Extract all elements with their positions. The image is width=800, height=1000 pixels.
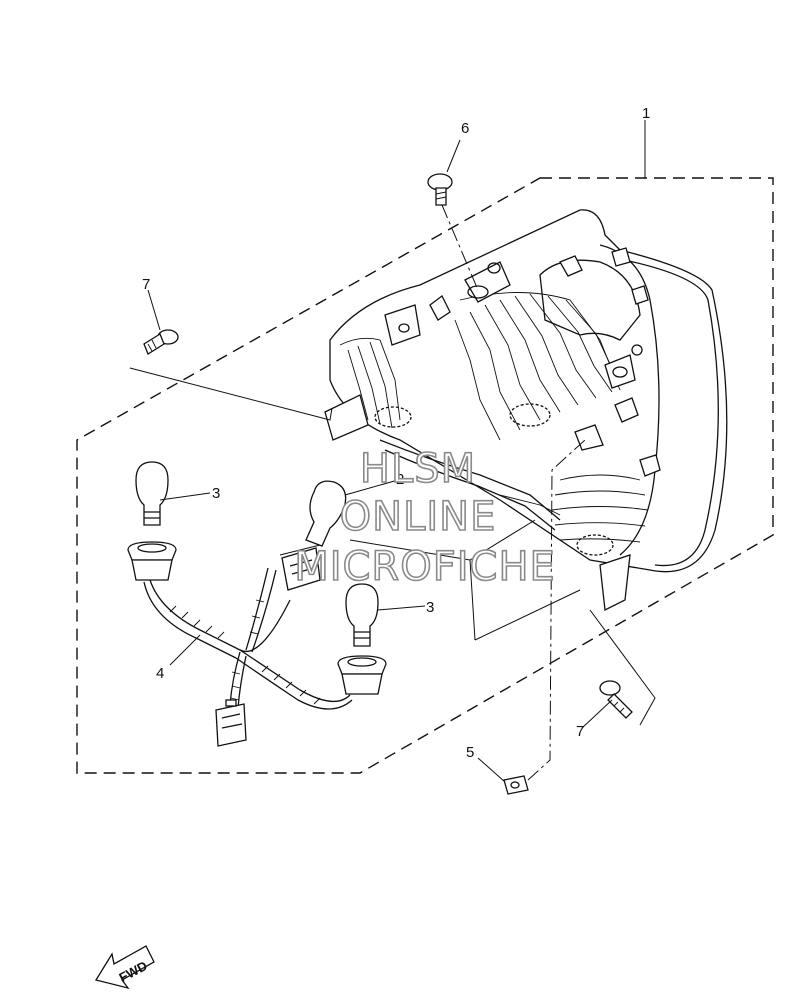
callout-1: 1 [642,105,650,122]
bulb-right [337,583,387,695]
lamp-housing [324,209,728,611]
bulb-middle [281,480,347,591]
clip-5 [503,775,529,795]
watermark-line-2: ONLINE [340,494,497,540]
screw-7-upper [143,329,179,355]
watermark-line-3: MICROFICHE [294,544,556,590]
fwd-arrow-icon: FWD [94,945,155,990]
bulb-left [127,461,177,581]
callout-6: 6 [461,120,469,137]
callout-3-left: 3 [212,485,220,502]
watermark-line-1: HLSM [360,446,476,492]
callout-2: 2 [396,471,404,488]
callout-3-right: 3 [426,599,434,616]
assembly-boundary [76,177,774,774]
leader-lines [129,120,656,783]
callout-4: 4 [156,665,164,682]
callout-5: 5 [466,744,474,761]
callout-7-lower: 7 [576,723,584,740]
screw-6 [427,173,453,206]
screw-7-lower [599,680,633,719]
wire-harness [143,567,353,747]
callout-7-upper: 7 [142,276,150,293]
